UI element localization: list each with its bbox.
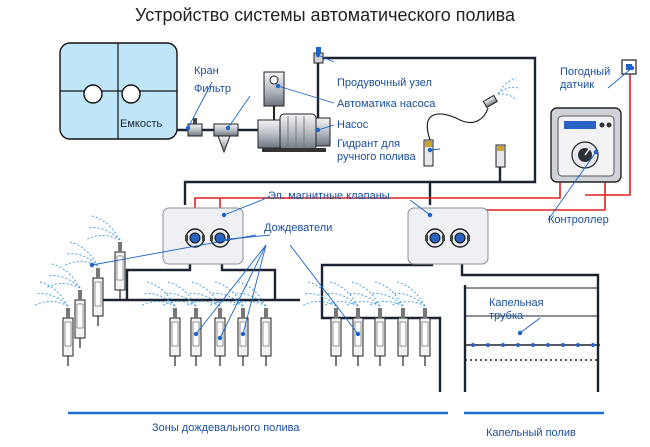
solenoid-valves-label: Эл. магнитные клапаны [268,190,390,202]
drip-tube-label-line2: трубка [489,310,524,322]
valve-label: Кран [194,65,219,77]
hydrant-label-line2: ручного полива [337,151,416,163]
sprinkler-zone-2 [140,281,272,367]
valve-fitting [187,118,203,137]
blow-unit-label: Продувочный узел [337,77,432,89]
callout-points [89,52,635,341]
valve-box-right [407,207,489,265]
controller-label: Контроллер [548,214,609,226]
hydrant-label-line1: Гидрант для [337,138,401,150]
sprinkler-zone-1 [33,215,126,367]
weather-sensor [621,59,637,75]
pump [257,113,331,152]
drip-zone-caption: Капельный полив [486,427,576,439]
callout-lines [91,54,633,339]
valve-box-left [162,207,244,265]
pump-automation [263,71,285,120]
sprinklers-label: Дождеватели [264,222,333,234]
filter-fitting [213,123,239,154]
pump-automation-label: Автоматика насоса [337,98,436,110]
sprinkler-zones-caption: Зоны дождевального полива [152,422,300,434]
filter-label: Фильтр [194,83,231,95]
pump-label: Насос [337,119,369,131]
tank [59,42,178,140]
weather-sensor-label-line2: датчик [560,79,595,91]
drip-emitters [471,343,595,347]
tank-label: Емкость [120,118,163,130]
drip-tube-label-line1: Капельная [489,297,544,309]
controller [550,107,622,183]
weather-sensor-label-line1: Погодный [560,66,611,78]
hydrant-second [495,144,506,168]
diagram-title: Устройство системы автоматического полив… [134,5,516,25]
hydrant-manual [423,77,519,167]
